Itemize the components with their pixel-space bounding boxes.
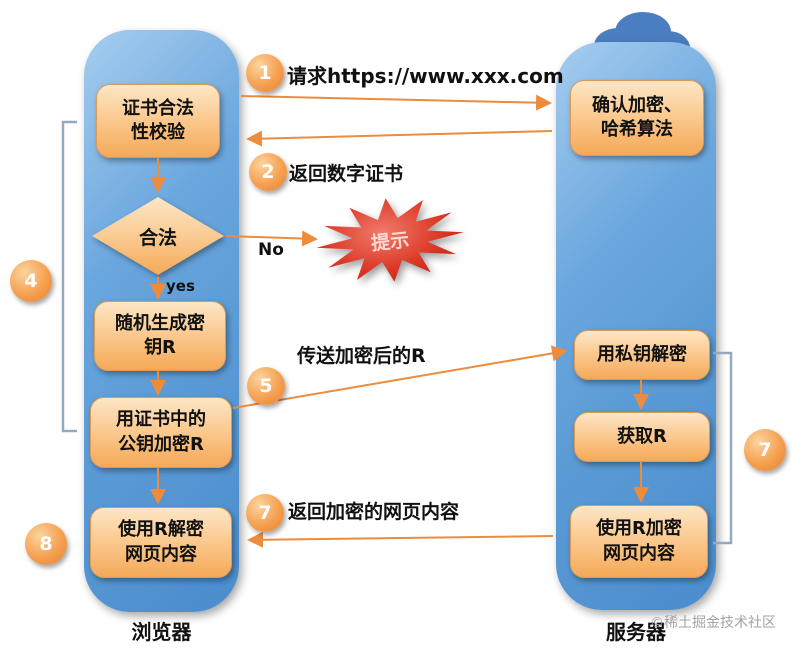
decision-diamond-shape: 合法 [92,197,224,275]
badge-step1: 1 [246,54,284,92]
node-valid-decision: 合法 [92,197,224,275]
label-no: No [258,240,284,260]
node-private-key-decrypt: 用私钥解密 [574,330,710,380]
alert-starburst-shape: 提示 [312,190,468,289]
bracket-group4 [61,120,77,433]
alert-starburst: 提示 [316,198,464,282]
badge-group8: 8 [25,523,67,565]
browser-lane-title: 浏览器 [131,620,192,644]
badge-step2: 2 [249,153,287,191]
arrow-step1 [240,94,552,111]
node-get-r: 获取R [574,412,710,462]
label-yes: yes [166,277,195,295]
arrow-no [225,230,318,247]
label-step1: 请求https://www.xxx.com [287,64,564,88]
watermark-text: ©稀土掘金技术社区 [650,615,776,631]
node-encrypt-key: 用证书中的 公钥加密R [90,397,232,468]
label-step5: 传送加密后的R [297,345,426,367]
node-decrypt-page: 使用R解密 网页内容 [90,507,232,578]
arrow-step7 [247,531,554,548]
badge-group4: 4 [10,260,52,302]
node-generate-key: 随机生成密 钥R [94,301,226,371]
server-lane-title: 服务器 [606,620,666,644]
badge-group7: 7 [744,429,786,471]
node-cert-check: 证书合法 性校验 [96,84,220,158]
label-step7: 返回加密的网页内容 [288,501,460,523]
node-confirm-algo: 确认加密、 哈希算法 [570,80,704,156]
arrow-step2 [246,130,553,147]
badge-step7: 7 [246,494,284,532]
node-encrypt-page: 使用R加密 网页内容 [570,505,708,578]
badge-step5: 5 [247,367,285,405]
label-step2: 返回数字证书 [289,163,404,185]
